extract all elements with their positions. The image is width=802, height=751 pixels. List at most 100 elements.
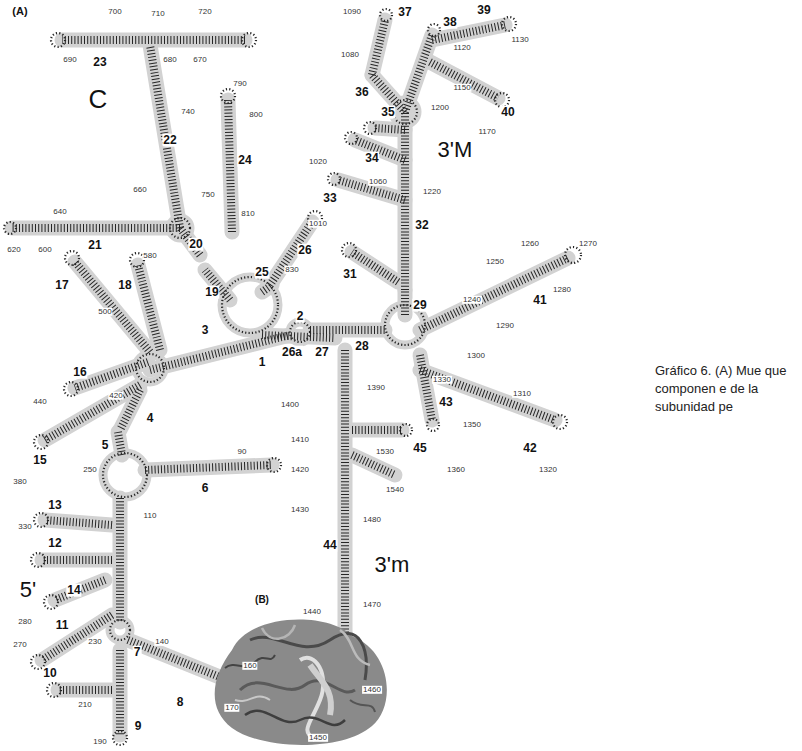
rna-strand: [350, 700, 375, 712]
position-number: 1270: [578, 240, 598, 248]
position-number: 1530: [375, 448, 395, 456]
panel-label: (B): [254, 595, 270, 606]
rna-strand: [420, 370, 555, 420]
position-number: 1390: [366, 384, 386, 392]
position-number: 420: [108, 392, 123, 400]
rna-strand: [355, 140, 405, 160]
helix-number: 31: [342, 268, 357, 281]
helix-number: 38: [442, 16, 457, 29]
helix-number: 10: [42, 667, 57, 680]
helix-number: 7: [133, 646, 142, 659]
rna-strand: [228, 100, 232, 232]
ribosome-3d-model: [215, 619, 387, 745]
rna-strand: [340, 630, 370, 665]
helix-number: 23: [92, 56, 107, 69]
position-number: 1020: [308, 158, 328, 166]
position-number: 660: [132, 186, 147, 194]
position-number: 270: [12, 641, 27, 649]
rna-loop: [328, 173, 340, 185]
rna-strand: [55, 580, 105, 600]
rna-strand: [420, 355, 432, 420]
position-number: 620: [6, 246, 21, 254]
helix-number: 33: [322, 192, 337, 205]
rna-loop: [222, 277, 278, 333]
helix-number: 15: [32, 454, 47, 467]
rna-loop: [44, 595, 58, 609]
position-number: 1480: [362, 516, 382, 524]
position-number: 170: [224, 704, 239, 712]
position-number: 810: [240, 210, 255, 218]
rna-strand: [118, 432, 122, 455]
position-number: 1280: [552, 286, 572, 294]
rna-strand: [310, 323, 385, 338]
rna-strand: [262, 335, 335, 338]
helix-number: 2: [296, 310, 305, 323]
rna-strand: [116, 498, 124, 622]
position-number: 90: [237, 448, 248, 456]
position-number: 210: [77, 701, 92, 709]
rna-strand: [55, 580, 105, 600]
position-number: 1290: [495, 322, 515, 330]
helix-number: 21: [87, 239, 102, 252]
position-number: 440: [32, 398, 47, 406]
rna-loop: [110, 620, 130, 640]
helix-number: 17: [54, 279, 69, 292]
rna-loop: [222, 277, 278, 333]
rna-strand: [420, 258, 568, 330]
helix-number: 41: [532, 294, 547, 307]
rna-loop: [34, 435, 48, 449]
rna-strand: [138, 265, 160, 350]
rna-loop: [47, 683, 61, 697]
position-number: 720: [197, 8, 212, 16]
domain-label: 3'M: [437, 138, 474, 161]
rna-strand: [150, 45, 180, 228]
rna-strand: [310, 326, 385, 334]
helix-number: 34: [364, 152, 379, 165]
rna-strand: [45, 385, 140, 440]
position-number: 1420: [290, 466, 310, 474]
helix-number: 6: [201, 482, 210, 495]
rna-strand: [352, 455, 395, 475]
rna-loop: [364, 122, 376, 134]
position-number: 600: [37, 246, 52, 254]
position-number: 140: [154, 638, 169, 646]
helix-number: 11: [55, 619, 70, 632]
rna-strand: [352, 252, 398, 282]
figure-caption: Gráfico 6. (A) Mue que componen e de la …: [655, 362, 795, 417]
position-number: 1240: [462, 296, 482, 304]
position-number: 1460: [362, 686, 382, 694]
position-number: 750: [200, 191, 215, 199]
position-number: 640: [52, 208, 67, 216]
rna-strand: [62, 33, 245, 48]
helix-number: 18: [117, 279, 132, 292]
helix-number: 3: [201, 324, 210, 337]
position-number: 1060: [368, 178, 388, 186]
rna-loop: [290, 322, 310, 342]
helix-number: 28: [354, 340, 369, 353]
rna-strand: [240, 681, 355, 692]
helix-number: 32: [414, 219, 429, 232]
position-number: 1120: [452, 44, 471, 52]
helix-number: 13: [47, 499, 62, 512]
position-number: 250: [82, 466, 97, 474]
rna-strand: [352, 252, 398, 282]
rna-loop: [103, 453, 147, 497]
position-number: 580: [142, 252, 157, 260]
helix-number: 9: [134, 720, 143, 733]
rna-strand: [215, 619, 387, 745]
rna-strand: [430, 62, 498, 98]
helix-number: 27: [314, 346, 329, 359]
position-number: 1090: [342, 8, 362, 16]
rna-strand: [401, 112, 409, 290]
rna-strand: [118, 432, 122, 455]
position-number: 740: [180, 108, 195, 116]
position-number: 1300: [466, 352, 486, 360]
rna-strand: [372, 20, 385, 75]
rna-strand: [270, 222, 312, 285]
position-number: 1200: [430, 104, 450, 112]
rna-strand: [145, 465, 272, 470]
rna-loop: [51, 33, 65, 47]
helix-number: 5: [101, 439, 110, 452]
helix-number: 12: [47, 537, 62, 550]
position-number: 680: [162, 56, 177, 64]
